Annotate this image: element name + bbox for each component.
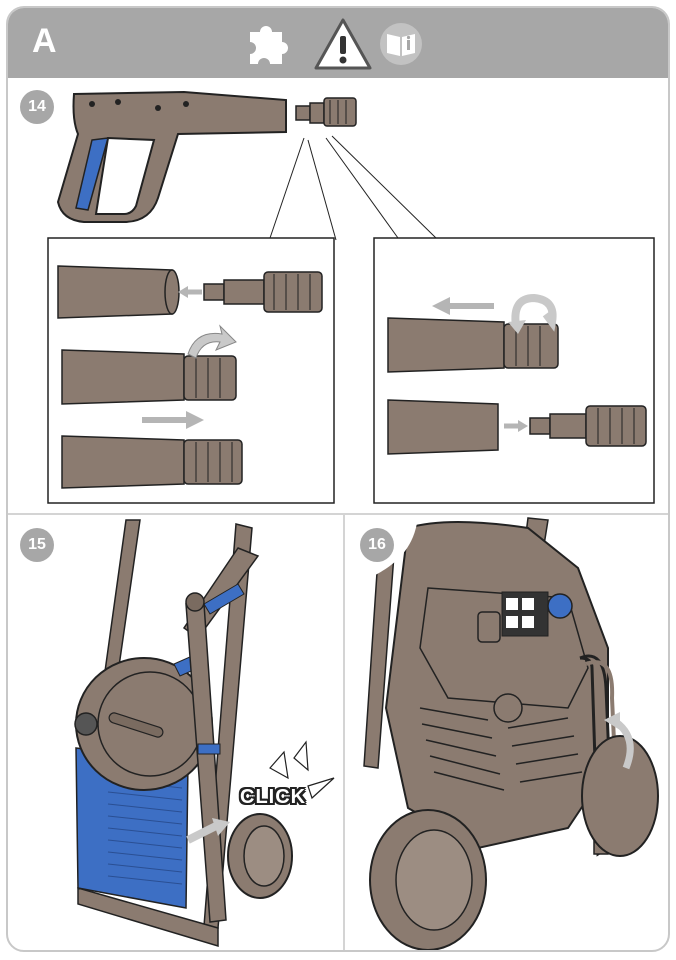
puzzle-piece-icon bbox=[250, 26, 288, 64]
step-16-illustration bbox=[345, 515, 659, 950]
step-number-14: 14 bbox=[20, 90, 54, 124]
section-header: A bbox=[8, 8, 668, 78]
step-14-illustration bbox=[47, 90, 655, 504]
spray-gun-handle bbox=[56, 90, 287, 223]
section-letter: A bbox=[32, 22, 57, 60]
step-number-15: 15 bbox=[20, 528, 54, 562]
warning-triangle-icon bbox=[314, 18, 372, 70]
step-number-16: 16 bbox=[360, 528, 394, 562]
nozzle-small bbox=[295, 97, 357, 127]
page-frame: A 14 bbox=[6, 6, 670, 952]
vertical-divider bbox=[343, 515, 345, 950]
step-15-illustration bbox=[74, 519, 335, 948]
manual-book-icon bbox=[380, 23, 422, 65]
horizontal-divider bbox=[8, 513, 668, 515]
click-callout: CLICK bbox=[240, 786, 307, 808]
